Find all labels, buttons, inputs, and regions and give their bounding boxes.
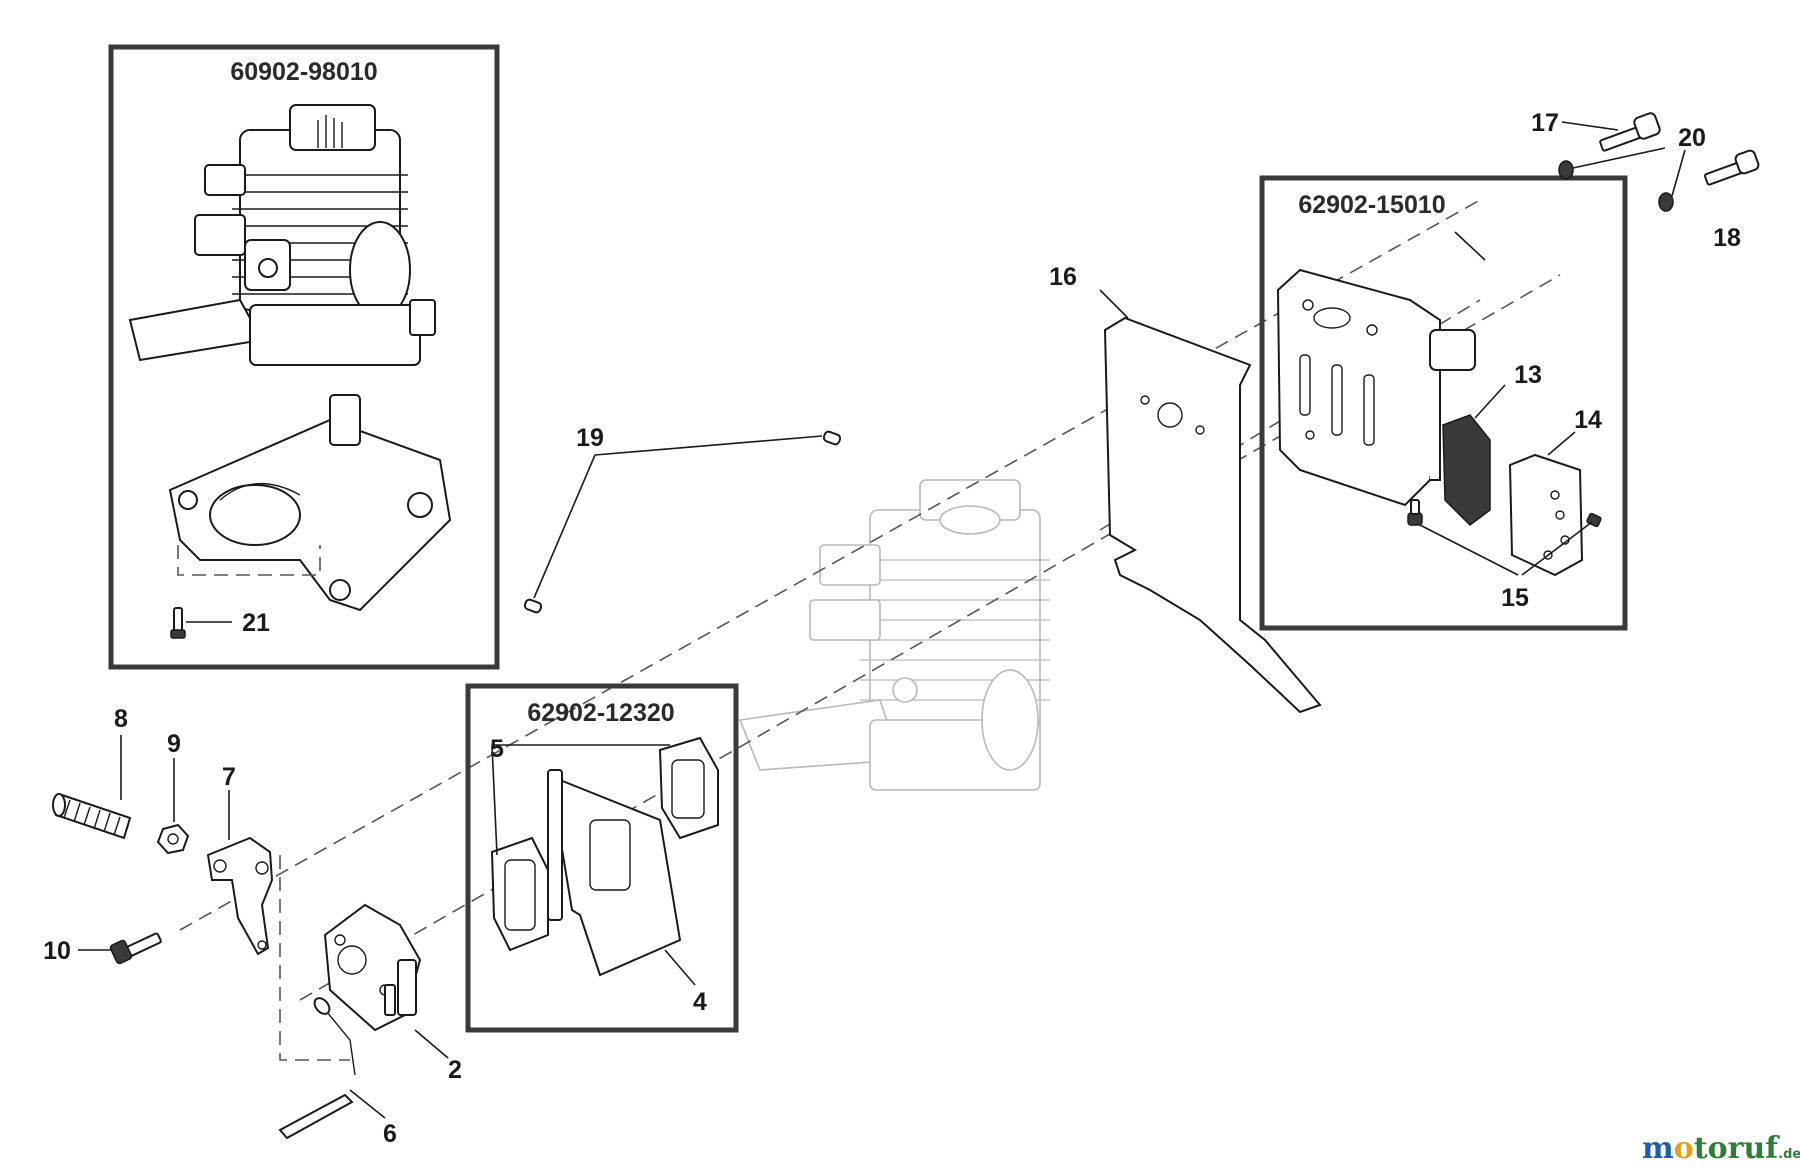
callout-8: 8	[114, 705, 128, 733]
part-17-bolt: 17	[1531, 109, 1661, 152]
callout-7: 7	[222, 763, 236, 791]
part-18-bolt: 18	[1703, 149, 1760, 252]
part-2-insulator: 2	[323, 903, 462, 1084]
part-19-washers: 20	[1558, 124, 1706, 212]
callout-15: 15	[1501, 584, 1529, 612]
callout-14: 14	[1574, 406, 1602, 434]
callout-19: 20	[1678, 124, 1706, 152]
part-10-bolt: 10	[43, 932, 162, 965]
gasket-a	[490, 836, 549, 952]
watermark-logo: motoruf.de	[1642, 1131, 1800, 1166]
kit-box-muffler: 62902-15010 13	[1259, 175, 1628, 631]
callout-13: 13	[1514, 361, 1542, 389]
part-21-screw: 21	[170, 607, 270, 639]
callout-18: 18	[1713, 224, 1741, 252]
callout-4: 4	[693, 988, 707, 1016]
part-9-nut: 9	[156, 730, 190, 855]
callout-16: 16	[1049, 263, 1077, 291]
part-16-heat-shield: 16	[1049, 263, 1322, 714]
kit-label-62902-12320: 62902-12320	[527, 699, 674, 727]
kit-box-cylinder: 60902-98010	[108, 44, 500, 670]
part-15-screws: 15	[1407, 499, 1602, 612]
callout-10: 10	[43, 937, 71, 965]
part-14-cover: 14	[1508, 406, 1602, 577]
kit-box-gaskets: 62902-12320 5 4	[465, 683, 739, 1033]
muffler-body	[1276, 268, 1476, 507]
engine-reference-ghost	[738, 479, 1050, 791]
callout-21: 21	[242, 609, 270, 637]
part-4-reed-plate	[547, 769, 682, 977]
crankcase-half	[168, 394, 452, 612]
callout-17: 17	[1531, 109, 1559, 137]
callout-6: 6	[383, 1120, 397, 1148]
cylinder-assembly	[128, 104, 436, 366]
callout-20: 19	[576, 424, 604, 452]
part-7-bracket: 7	[206, 763, 274, 956]
watermark: motoruf.de	[1642, 1131, 1800, 1166]
part-13-spark-screen: 13	[1442, 361, 1542, 526]
callout-9: 9	[167, 730, 181, 758]
gasket-b	[658, 736, 719, 840]
callout-2: 2	[448, 1056, 462, 1084]
part-8-stud: 8	[52, 705, 132, 840]
part-6-pulse-tube: 6	[278, 997, 397, 1148]
part-20-dowel-pins: 19	[523, 424, 842, 614]
kit-label-62902-15010: 62902-15010	[1298, 191, 1445, 219]
kit-label-60902-98010: 60902-98010	[230, 58, 377, 86]
callout-5: 5	[490, 735, 504, 763]
